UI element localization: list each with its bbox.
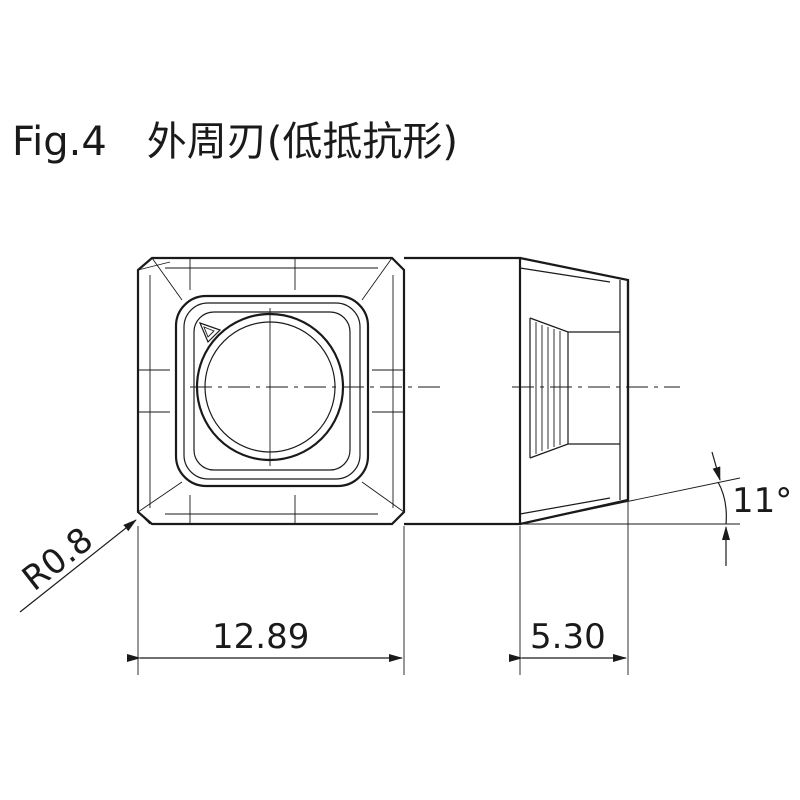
figure-title: Fig.4 外周刃(低抵抗形) <box>12 119 458 165</box>
corner-radius-label: R0.8 <box>15 520 101 599</box>
width-dimension-label: 12.89 <box>212 617 309 657</box>
insert-front-view <box>136 256 440 526</box>
clearance-angle-label: 11° <box>732 481 792 521</box>
insert-side-view <box>404 256 680 526</box>
insert-mark-icon <box>198 321 222 344</box>
thickness-dimension-label: 5.30 <box>530 617 606 657</box>
